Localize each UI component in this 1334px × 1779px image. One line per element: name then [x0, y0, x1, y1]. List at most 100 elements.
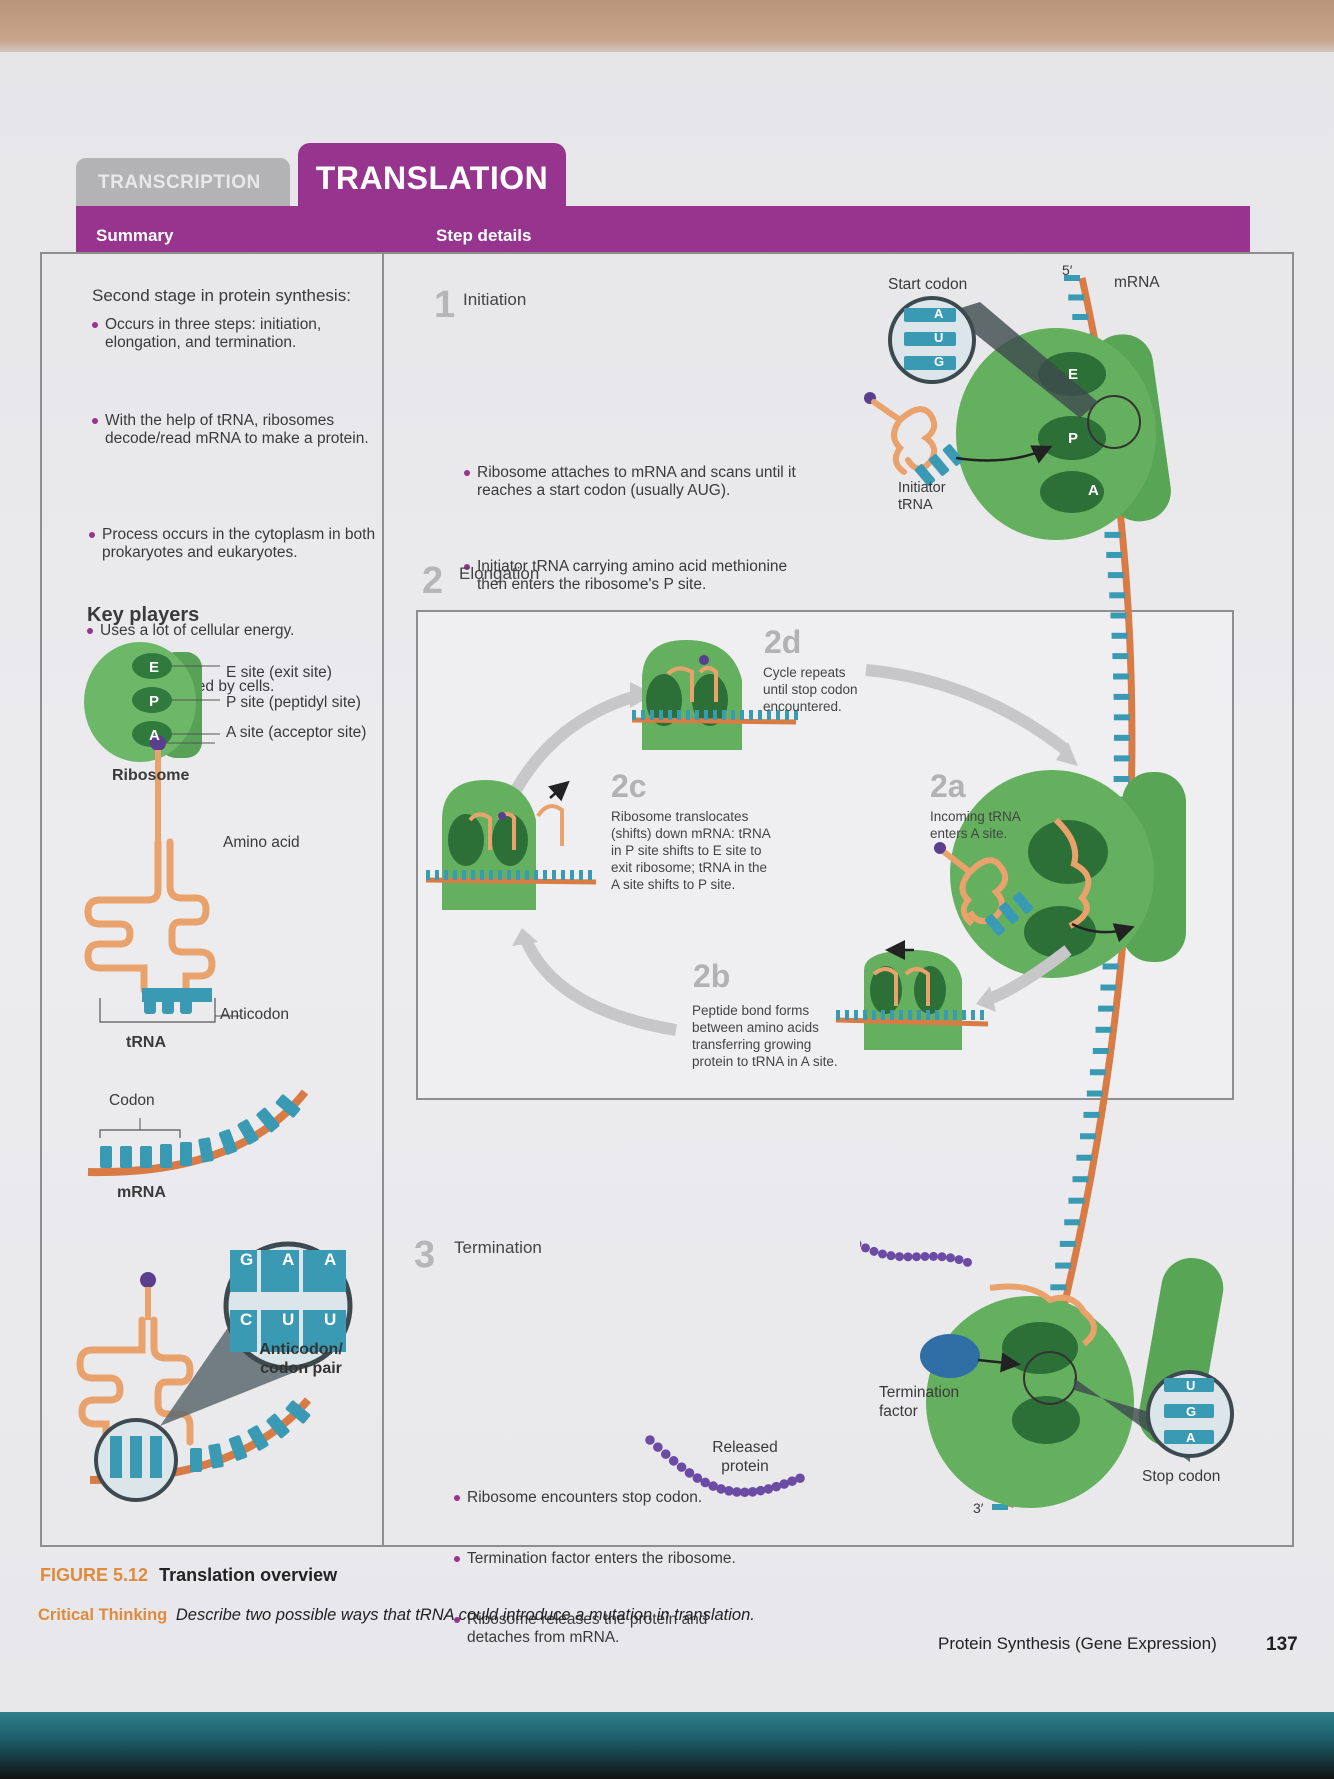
ribosome-2d [631, 640, 797, 750]
mrna-base [1113, 755, 1130, 762]
mrna-base [971, 1010, 975, 1020]
mrna-base [1111, 632, 1128, 639]
step-2b-text: Peptide bond forms between amino acids t… [692, 1003, 838, 1069]
figure-number: FIGURE 5.12 [40, 1565, 149, 1585]
mrna-base [453, 870, 457, 880]
mrna-base [854, 1010, 858, 1020]
initiation-title: Initiation [463, 290, 527, 309]
mrna-base [561, 870, 565, 880]
step-3-number: 3 [414, 1234, 436, 1276]
mrna-base [1080, 1133, 1097, 1140]
initiation-bullet-1: Ribosome attaches to mRNA and scans unti… [464, 464, 807, 500]
summary-panel [40, 252, 384, 1547]
mrna-base [890, 1010, 894, 1020]
amino-acid-bead [903, 1252, 913, 1262]
released-protein-label: Released protein [712, 1439, 778, 1475]
ribosome-2b [835, 940, 989, 1050]
mrna-base [632, 710, 636, 720]
ribosome-icon [84, 642, 202, 762]
mrna-icon [87, 1089, 309, 1177]
mrna-base [1083, 1111, 1100, 1118]
mrna-base [534, 870, 538, 880]
anticodon-label: Anticodon [220, 1006, 289, 1023]
pair-letter-u1: U [282, 1310, 295, 1329]
tab-transcription: TRANSCRIPTION [76, 158, 290, 208]
trna-icon [84, 838, 216, 994]
step-2d-text: Cycle repeats until stop codon encounter… [763, 665, 858, 714]
mrna-base [552, 870, 556, 880]
elongation-title: Elongation [459, 564, 540, 583]
mrna-base [962, 1010, 966, 1020]
amino-acid-bead [732, 1487, 742, 1497]
stop-letter-u: U [1186, 1378, 1196, 1393]
mrna-base [516, 870, 520, 880]
step-1-number: 1 [434, 284, 456, 326]
pair-letter-a2: A [324, 1250, 337, 1269]
summary-bullet-3: Process occurs in the cytoplasm in both … [89, 526, 382, 562]
summary-heading: Summary [96, 226, 174, 245]
amino-acid-bead [771, 1481, 782, 1492]
step-details-heading: Step details [436, 226, 532, 245]
mrna-base [980, 1010, 984, 1020]
step-2c-text: Ribosome translocates (shifts) down mRNA… [611, 809, 771, 892]
mrna-base [1068, 1197, 1085, 1204]
mrna-base [1076, 1154, 1093, 1161]
mrna-base [471, 870, 475, 880]
amino-acid-bead [676, 1462, 687, 1472]
mrna-base [1113, 673, 1130, 680]
pair-letter-a1: A [282, 1250, 295, 1269]
stop-letter-a: A [1186, 1430, 1196, 1445]
mrna-base [677, 710, 681, 720]
mrna-base [899, 1010, 903, 1020]
anticodon-codon-pair-diagram [76, 1241, 353, 1502]
mrna-base [641, 710, 645, 720]
step-2-number: 2 [422, 560, 444, 602]
mrna-base [1098, 1005, 1115, 1012]
summary-title: Second stage in protein synthesis: [92, 286, 351, 305]
pair-letter-c: C [240, 1310, 253, 1329]
amino-acid-bead [755, 1485, 766, 1496]
tab-translation: TRANSLATION [298, 143, 566, 213]
mrna-base [785, 710, 789, 720]
mrna-base [917, 1010, 921, 1020]
figure-caption: FIGURE 5.12 Translation overview [40, 1565, 337, 1586]
codon-label: Codon [109, 1092, 155, 1109]
amino-acid-bead [878, 1249, 887, 1259]
mrna-base [767, 710, 771, 720]
mrna-base [1110, 612, 1127, 619]
summary-bullet-1: Occurs in three steps: initiation, elong… [92, 316, 375, 352]
mrna-base [794, 710, 798, 720]
mrna-base [1055, 1262, 1072, 1269]
mrna-base [659, 710, 663, 720]
amino-acid-bead [779, 1479, 790, 1489]
init-site-a: A [1088, 482, 1099, 499]
amino-acid-bead [668, 1456, 679, 1466]
critical-thinking: Critical Thinking Describe two possible … [38, 1606, 755, 1625]
mrna-base [740, 710, 744, 720]
mrna-base [1095, 1026, 1112, 1033]
amino-acid-bead [795, 1473, 805, 1484]
mrna-base [935, 1010, 939, 1020]
ribosome-p-letter: P [149, 693, 160, 710]
elongation-ribosome-2a [934, 770, 1186, 978]
mrna-base [758, 710, 762, 720]
termination-title: Termination [454, 1238, 542, 1257]
mrna-base [686, 710, 690, 720]
mrna-base [570, 870, 574, 880]
stop-codon-label: Stop codon [1142, 1468, 1221, 1485]
mrna-base [992, 1504, 1008, 1510]
amino-acid-bead [946, 1253, 955, 1263]
critical-thinking-text: Describe two possible ways that tRNA cou… [175, 1606, 755, 1624]
start-letter-g: G [934, 354, 945, 369]
mrna-base [1106, 551, 1123, 558]
mrna-base [1107, 572, 1124, 579]
three-prime-label: 3′ [973, 1500, 984, 1516]
mrna-base [1092, 1047, 1109, 1054]
stop-letter-g: G [1186, 1404, 1197, 1419]
termination-bullet-2: Termination factor enters the ribosome. [454, 1550, 797, 1568]
elongation-cycle-diagram [425, 640, 1078, 1050]
amino-acid-bead [724, 1486, 734, 1496]
mrna-base [1113, 693, 1130, 700]
mrna-base [695, 710, 699, 720]
step-details-panel [382, 252, 1294, 1547]
